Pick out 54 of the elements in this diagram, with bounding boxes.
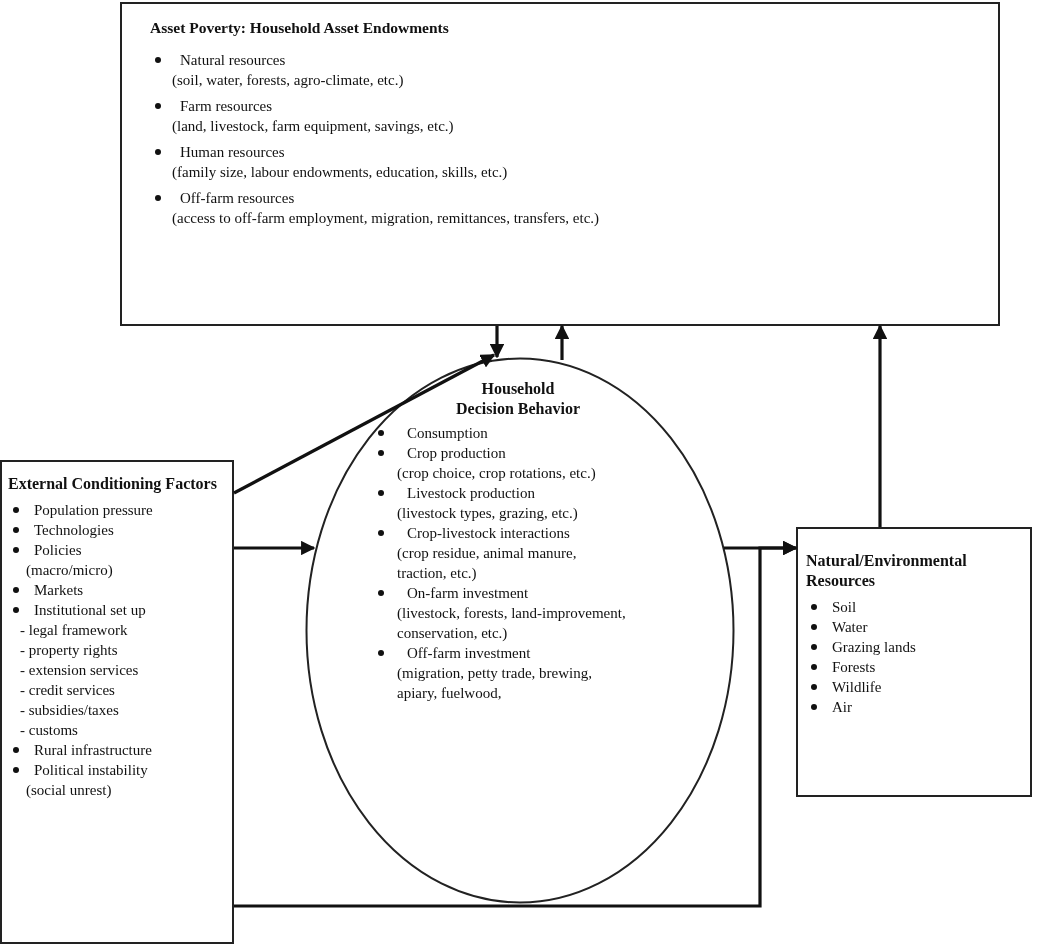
list-item: Institutional set up	[34, 602, 146, 618]
list-item: (family size, labour endowments, education, skills, etc.)	[172, 164, 508, 180]
list-item: Rural infrastructure	[34, 742, 152, 758]
list-item: (livestock, forests, land-improvement, conservation, etc.)	[397, 605, 626, 641]
arrow	[489, 326, 505, 359]
list-item: - property rights	[20, 642, 118, 658]
list-item: Natural resources	[180, 52, 286, 68]
asset-box	[120, 2, 1000, 326]
list-item: Livestock production	[407, 485, 535, 501]
list-item: (macro/micro)	[26, 562, 113, 578]
arrow	[233, 353, 496, 495]
factors-box	[0, 460, 234, 944]
list-item: Soil	[832, 599, 857, 615]
list-item: Crop production	[407, 445, 506, 461]
node-heading: Natural/Environmental Resources	[806, 552, 967, 589]
list-item: On-farm investment	[407, 585, 529, 601]
node-heading: Asset Poverty: Household Asset Endowments	[150, 19, 449, 36]
list-item: - extension services	[20, 662, 139, 678]
list-item: (access to off-farm employment, migration, remittances, transfers, etc.)	[172, 210, 600, 226]
list-item: Human resources	[180, 144, 285, 160]
list-item: Wildlife	[832, 679, 882, 695]
list-item: (crop choice, crop rotations, etc.)	[397, 465, 596, 481]
list-item: Consumption	[407, 425, 488, 441]
node-heading: External Conditioning Factors	[8, 475, 217, 492]
list-item: (soil, water, forests, agro-climate, etc.)	[172, 72, 404, 88]
list-item: Markets	[34, 582, 84, 598]
list-item: (social unrest)	[26, 782, 112, 798]
list-item: Population pressure	[34, 502, 153, 518]
list-item: Political instability	[34, 762, 148, 778]
list-item: (crop residue, animal manure, traction, etc.)	[397, 545, 577, 581]
list-item: Farm resources	[180, 98, 273, 114]
list-item: Crop-livestock interactions	[407, 525, 570, 541]
node-heading: Household Decision Behavior	[456, 380, 580, 417]
list-item: Air	[832, 699, 852, 715]
arrow	[872, 324, 888, 527]
list-item: (livestock types, grazing, etc.)	[397, 505, 578, 521]
list-item: - customs	[20, 722, 78, 738]
list-item: Off-farm investment	[407, 645, 531, 661]
arrow	[234, 540, 798, 908]
list-item: (land, livestock, farm equipment, savings, etc.)	[172, 118, 454, 134]
list-item: - legal framework	[20, 622, 128, 638]
list-item: (migration, petty trade, brewing, apiary, fuelwood,	[397, 665, 592, 701]
list-item: - subsidies/taxes	[20, 702, 119, 718]
list-item: - credit services	[20, 682, 115, 698]
list-item: Water	[832, 619, 868, 635]
list-item: Technologies	[34, 522, 114, 538]
decision-ellipse	[305, 357, 735, 904]
list-item: Forests	[832, 659, 876, 675]
list-item: Grazing lands	[832, 639, 916, 655]
arrow	[234, 540, 316, 556]
list-item: Policies	[34, 542, 82, 558]
resources-box	[796, 527, 1032, 797]
arrow	[554, 324, 570, 360]
list-item: Off-farm resources	[180, 190, 295, 206]
